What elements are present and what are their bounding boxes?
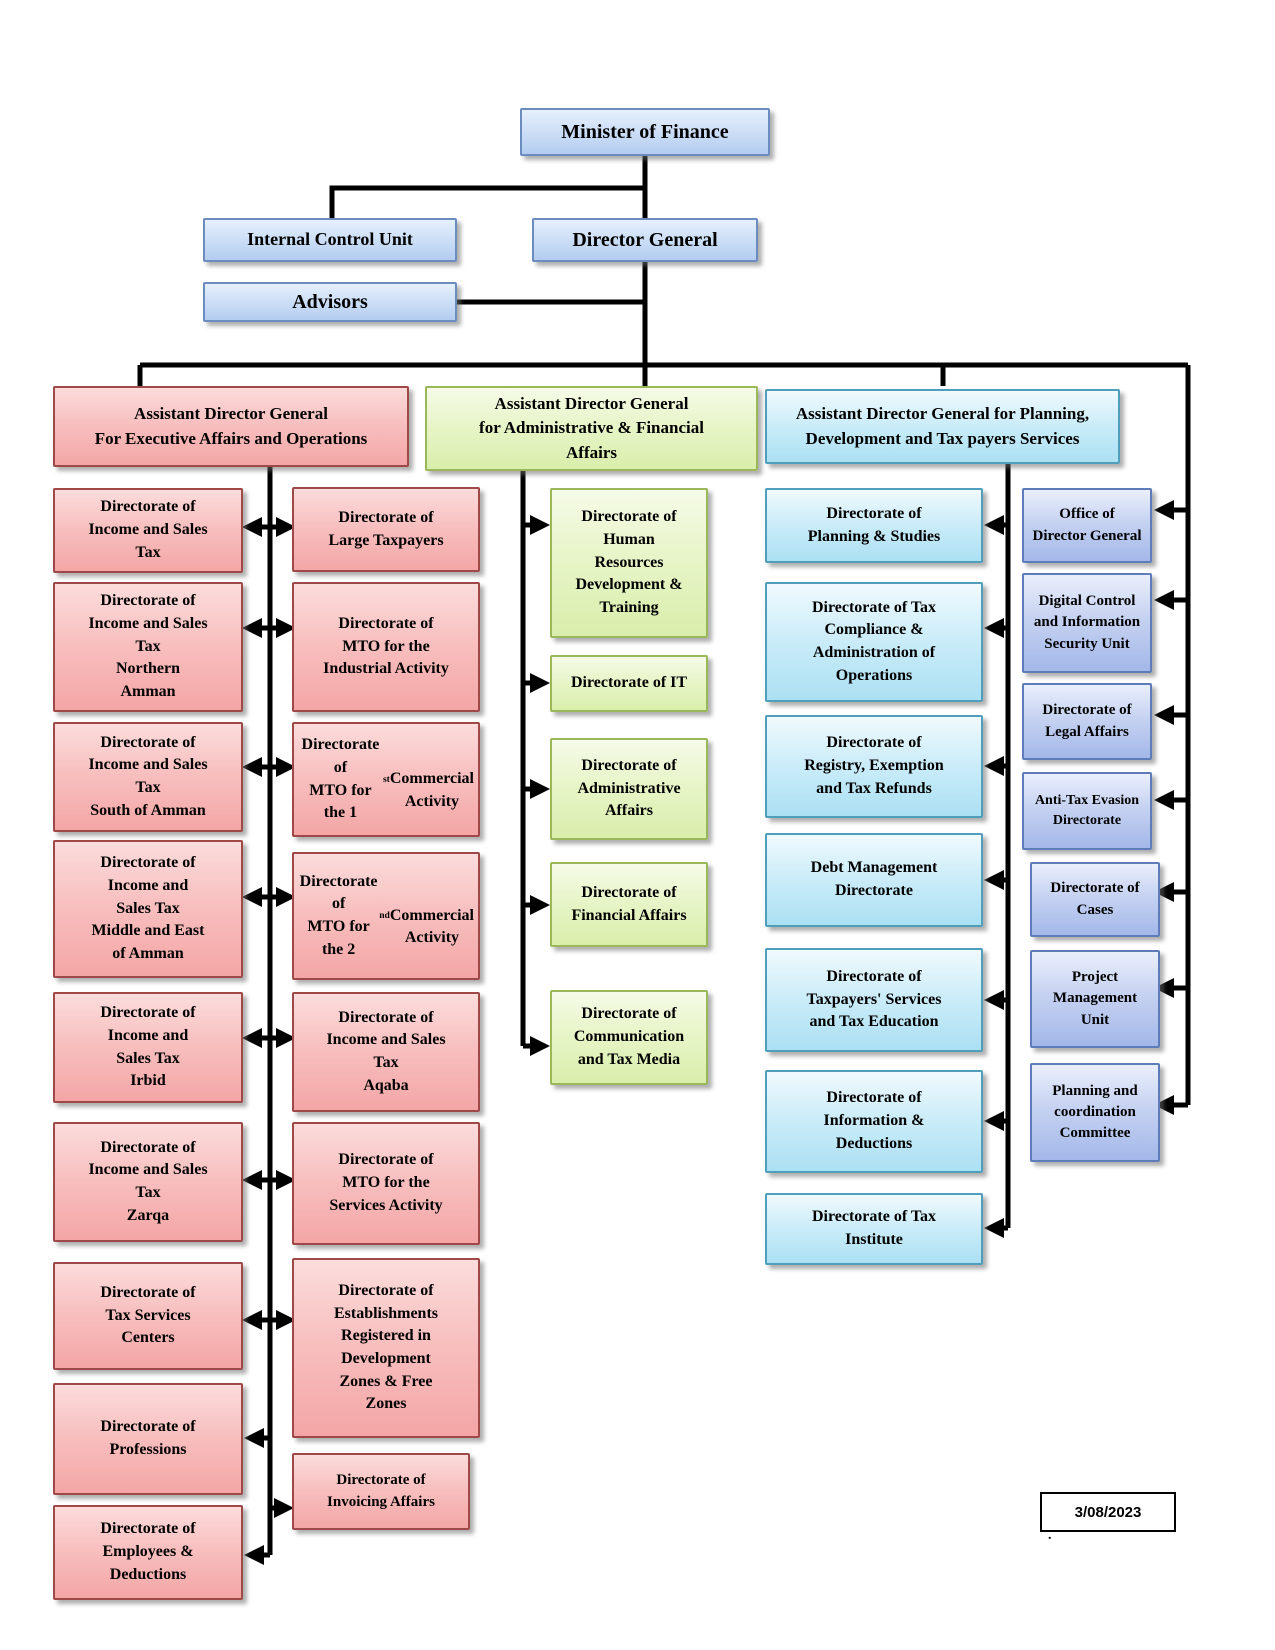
- node-establishments-development-free-zones: Directorate of Establishments Registered…: [292, 1258, 480, 1438]
- date-dot: .: [1048, 1528, 1052, 1543]
- node-project-management-unit: Project Management Unit: [1030, 950, 1160, 1048]
- node-digital-control-security-unit: Digital Control and Information Security…: [1022, 573, 1152, 673]
- node-debt-management: Debt Management Directorate: [765, 833, 983, 927]
- node-administrative-affairs: Directorate of Administrative Affairs: [550, 738, 708, 840]
- node-information-deductions: Directorate of Information & Deductions: [765, 1070, 983, 1173]
- node-advisors: Advisors: [203, 282, 457, 322]
- node-income-sales-tax-aqaba: Directorate of Income and Sales Tax Aqab…: [292, 992, 480, 1112]
- date-stamp: 3/08/2023: [1040, 1492, 1176, 1532]
- node-registry-exemption-refunds: Directorate of Registry, Exemption and T…: [765, 715, 983, 818]
- node-adg-planning-development: Assistant Director General for Planning,…: [765, 389, 1120, 464]
- node-tax-compliance-operations: Directorate of Tax Compliance & Administ…: [765, 582, 983, 702]
- node-adg-executive-affairs: Assistant Director General For Executive…: [53, 386, 409, 467]
- node-professions: Directorate of Professions: [53, 1383, 243, 1495]
- node-employees-deductions: Directorate of Employees & Deductions: [53, 1505, 243, 1600]
- node-income-sales-tax-irbid: Directorate of Income and Sales Tax Irbi…: [53, 992, 243, 1103]
- node-large-taxpayers: Directorate of Large Taxpayers: [292, 487, 480, 572]
- node-hr-development-training: Directorate of Human Resources Developme…: [550, 488, 708, 638]
- node-income-sales-tax: Directorate of Income and Sales Tax: [53, 488, 243, 573]
- node-adg-admin-financial: Assistant Director General for Administr…: [425, 386, 758, 471]
- node-income-sales-tax-zarqa: Directorate of Income and Sales Tax Zarq…: [53, 1122, 243, 1242]
- node-planning-coordination-committee: Planning and coordination Committee: [1030, 1063, 1160, 1162]
- node-planning-studies: Directorate of Planning & Studies: [765, 488, 983, 563]
- node-cases: Directorate of Cases: [1030, 862, 1160, 937]
- node-anti-tax-evasion: Anti-Tax Evasion Directorate: [1022, 772, 1152, 850]
- node-minister-of-finance: Minister of Finance: [520, 108, 770, 156]
- node-taxpayers-services-education: Directorate of Taxpayers' Services and T…: [765, 948, 983, 1052]
- node-internal-control-unit: Internal Control Unit: [203, 218, 457, 262]
- node-mto-industrial-activity: Directorate of MTO for the Industrial Ac…: [292, 582, 480, 712]
- node-director-general: Director General: [532, 218, 758, 262]
- node-it: Directorate of IT: [550, 655, 708, 712]
- node-invoicing-affairs: Directorate of Invoicing Affairs: [292, 1453, 470, 1530]
- node-income-sales-tax-northern-amman: Directorate of Income and Sales Tax Nort…: [53, 582, 243, 712]
- connector-minister-icu: [329, 185, 645, 218]
- node-tax-services-centers: Directorate of Tax Services Centers: [53, 1262, 243, 1370]
- node-communication-tax-media: Directorate of Communication and Tax Med…: [550, 990, 708, 1085]
- node-income-sales-tax-middle-east-amman: Directorate of Income and Sales Tax Midd…: [53, 840, 243, 978]
- node-income-sales-tax-south-amman: Directorate of Income and Sales Tax Sout…: [53, 722, 243, 832]
- node-mto-services-activity: Directorate of MTO for the Services Acti…: [292, 1122, 480, 1245]
- node-tax-institute: Directorate of Tax Institute: [765, 1193, 983, 1265]
- node-office-of-director-general: Office of Director General: [1022, 488, 1152, 563]
- node-financial-affairs: Directorate of Financial Affairs: [550, 862, 708, 947]
- node-legal-affairs: Directorate of Legal Affairs: [1022, 683, 1152, 760]
